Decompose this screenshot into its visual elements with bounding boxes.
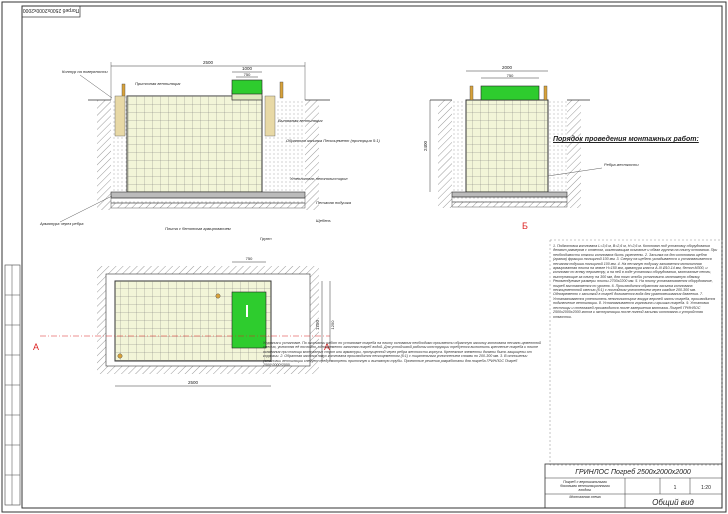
green-lid-a: [231, 79, 263, 95]
dim-depth-plan: 1750: [315, 319, 320, 330]
subtitle-line-2: боковыми вентиляционными: [560, 484, 610, 488]
cut-label-left: A: [33, 342, 39, 352]
label-soil-grade: Контур на поверхности: [62, 69, 108, 74]
stamp-top-text: Погреб 2500х2000х2000: [23, 7, 80, 13]
label-backfill: Обратная засыпка Пескоцемент (пропорция …: [286, 138, 380, 143]
gravel-layer: [110, 202, 306, 209]
concrete-slab: [110, 191, 306, 199]
dim-width-a: 2500: [203, 60, 214, 65]
green-lid-b: [480, 85, 540, 101]
cut-label-b: Б: [522, 221, 528, 231]
insulation-right: [264, 95, 276, 137]
label-gravel: Щебень: [316, 218, 331, 223]
dim-width-b: 2000: [502, 65, 513, 70]
subtitle-line-1: Погреб с вертикальными: [563, 480, 607, 484]
dim-width-plan: 2500: [188, 380, 199, 385]
green-lid-plan: [231, 291, 267, 349]
dim-lid-plan: 750: [246, 256, 253, 261]
soil-right-b: [567, 100, 581, 208]
insulation-left: [114, 95, 126, 137]
procedure-title: Порядок проведения монтажных работ:: [553, 136, 699, 143]
subtitle-line-4: Монтажная схема: [569, 495, 600, 499]
section-a: 2500 1000 750 Контур на поверхности Прит…: [39, 60, 380, 241]
label-ventilation: Приточная вентиляция: [135, 81, 181, 86]
soil-right: [305, 100, 319, 210]
scale: 1:20: [701, 485, 711, 491]
side-stamp: [4, 264, 21, 506]
label-ground: Грунт: [260, 236, 272, 241]
label-exhaust: Вытяжная вентиляция: [278, 118, 323, 123]
procedure-text-extra: 9. Установка лестницы и стеллажей произв…: [553, 301, 709, 319]
drawing-title: Общий вид: [652, 498, 694, 507]
label-slab: Плита с бетонным армированием: [165, 226, 231, 231]
label-insulation: Утеплитель пенополистирол: [290, 176, 348, 181]
dim-height-b: 2400: [423, 140, 428, 151]
soil-left-b: [438, 100, 452, 208]
procedure-text: 1. Подготовка котлована L=3,6 м, B=2,6 м…: [553, 244, 721, 319]
title-block: ГРИНЛОС Погреб 2500х2000х2000 Погреб с в…: [544, 463, 723, 509]
vent-exhaust: [279, 81, 284, 99]
label-rebar: Арматура через ребра: [39, 221, 84, 226]
label-stiffener: Ребра жесткости: [604, 162, 639, 167]
dim-lid-a: 1000: [242, 66, 253, 71]
label-sand: Песчаная подушка: [316, 200, 352, 205]
sand-layer: [110, 197, 306, 204]
installation-notes: Указания к установке. По окончании работ…: [263, 341, 542, 368]
subtitle-line-3: входом.: [578, 488, 591, 492]
dim-lid-b: 750: [507, 73, 514, 78]
section-b: 2000 750 2400 Ребра жесткости Б: [423, 65, 639, 231]
company-title: ГРИНЛОС Погреб 2500х2000х2000: [575, 468, 691, 476]
sheet-number: 1: [674, 485, 677, 491]
soil-left: [97, 100, 111, 210]
dim-side-plan: 1250: [330, 320, 335, 330]
top-stamp: Погреб 2500х2000х2000: [21, 5, 81, 18]
plan-view: A A 2500 750 1750 1250: [33, 256, 335, 387]
dim-neck-a: 750: [244, 72, 251, 77]
cut-label-right: A: [324, 342, 330, 352]
procedure-text-main: 1. Подготовка котлована L=3,6 м, B=2,6 м…: [553, 244, 718, 306]
